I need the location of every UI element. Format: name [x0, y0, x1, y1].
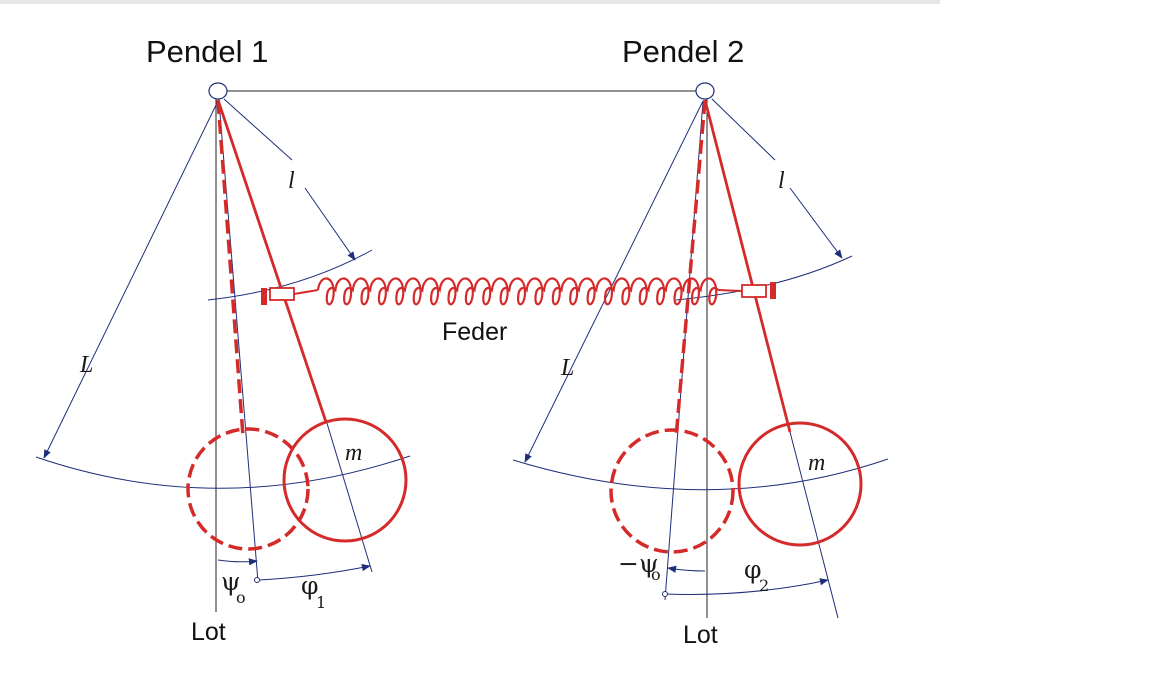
psi1-subscript: o: [236, 588, 246, 607]
psi1-label: ψ: [221, 567, 241, 596]
mass-arc-2: [512, 458, 889, 491]
psi2-arrow: [667, 565, 706, 573]
phi2-arrow: [664, 578, 829, 595]
mass-label-2: m: [808, 450, 825, 476]
spring-clamp-right: [717, 282, 776, 299]
length-l-line-1: [223, 98, 293, 161]
mass-2: [737, 421, 863, 547]
mass-1-rest: [186, 427, 310, 551]
mass-arc-1: [35, 455, 411, 489]
extension-line-2: [789, 431, 839, 619]
mass-1: [282, 417, 408, 543]
spring-arc-1: [207, 249, 373, 301]
plumb-label-1: Lot: [191, 618, 226, 646]
pivot-2: [695, 82, 715, 100]
short-length-label-2: l: [778, 168, 785, 194]
length-l-arrow-2: [789, 187, 843, 259]
plumb-label-2: Lot: [683, 621, 718, 649]
spring-label: Feder: [442, 318, 507, 346]
construction-lines: [35, 90, 889, 619]
pivot-1: [208, 82, 228, 100]
long-length-label-1: L: [79, 352, 93, 378]
psi2-subscript: o: [651, 565, 661, 584]
long-length-label-2: L: [560, 355, 574, 381]
rod-1-rest: [216, 99, 245, 437]
pendulum-2-title: Pendel 2: [622, 34, 744, 69]
length-L-arrow-2: [524, 100, 704, 463]
short-length-label-1: l: [288, 168, 295, 194]
spring-clamp-left: [261, 287, 319, 305]
rod-2-rest: [674, 99, 707, 439]
psi2-label: −ψ: [618, 549, 659, 578]
phi1-label: φ: [301, 571, 319, 600]
phi2-subscript: 2: [759, 576, 769, 595]
spring-coil: [316, 277, 719, 306]
length-l-line-2: [711, 98, 776, 161]
mass-2-rest: [609, 428, 735, 554]
reference-point-2: [662, 591, 668, 597]
extension-line-1: [325, 419, 373, 573]
mass-label-1: m: [345, 440, 362, 466]
rod-1: [216, 99, 328, 423]
reference-point-1: [254, 577, 260, 583]
pendulum-1-title: Pendel 1: [146, 34, 268, 69]
rod-2: [703, 99, 792, 433]
phi2-label: φ: [744, 555, 762, 584]
phi1-arrow: [258, 564, 371, 581]
psi1-arrow: [217, 558, 258, 566]
top-border: [0, 0, 940, 4]
phi1-subscript: 1: [316, 593, 326, 612]
pendulums: [186, 99, 863, 554]
length-l-arrow-1: [304, 187, 356, 261]
length-L-arrow-1: [43, 100, 219, 459]
